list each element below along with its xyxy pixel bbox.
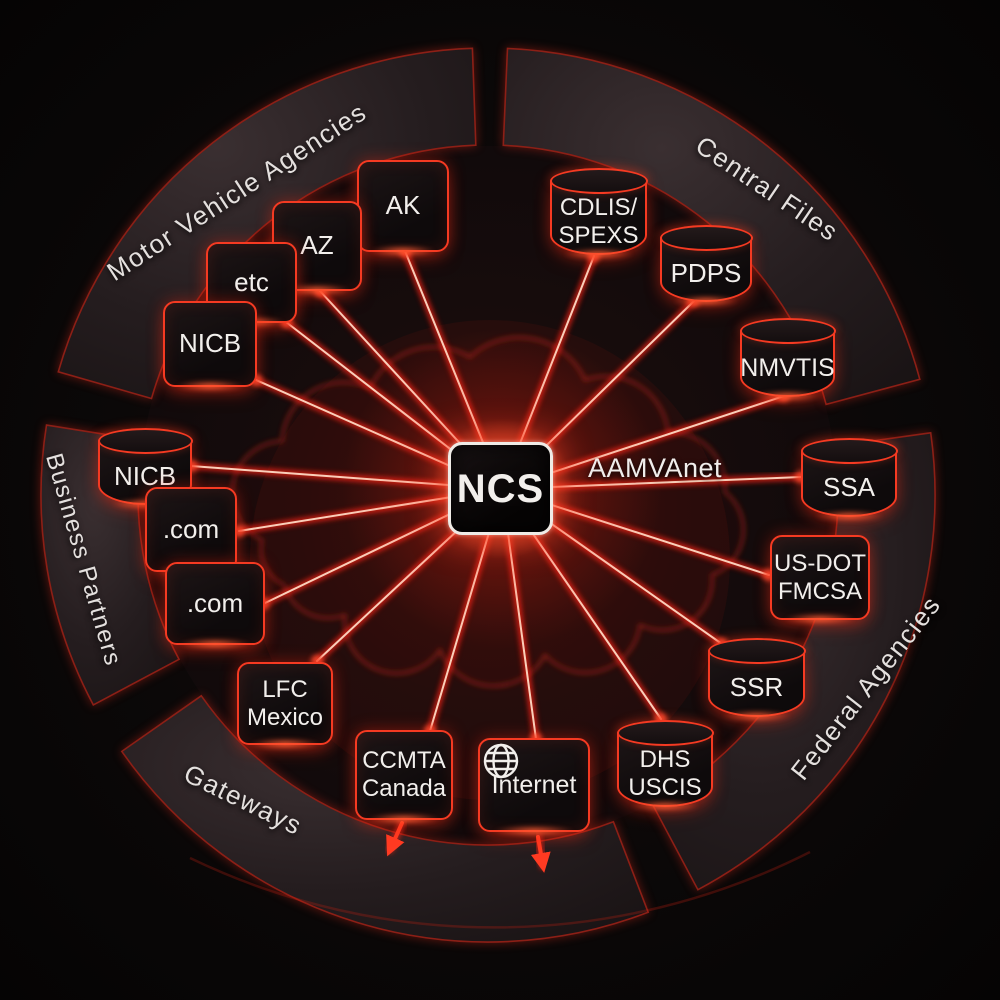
node-lfc-mexico: LFC Mexico [237,662,333,745]
node-dot-com-2: .com [165,562,265,645]
node-ak: AK [357,160,449,252]
node-ccmta-canada: CCMTA Canada [355,730,453,820]
ring-segment-gateways [120,694,650,943]
node-us-dot-fmcsa: US-DOT FMCSA [770,535,870,620]
echo-arc [189,850,811,929]
node-label: CCMTA Canada [361,747,447,802]
node-label: CDLIS/ SPEXS [558,194,639,249]
node-label: .com [186,587,244,618]
node-label: NCS [456,466,545,511]
node-label: AK [385,190,421,221]
node-label: NMVTIS [740,353,835,382]
ring-segment-business-partners [40,424,181,706]
node-dot-com-1: .com [145,487,237,572]
node-nicb-mva: NICB [163,301,257,387]
node-label: NICB [113,461,177,492]
node-label: SSR [729,672,784,703]
node-label: AZ [300,230,334,261]
node-ncs-hub: NCS [448,442,553,535]
globe-icon [483,743,519,779]
node-label: etc [234,266,269,297]
node-label: US-DOT FMCSA [774,549,866,605]
node-label: SSA [822,472,876,503]
node-pdps: PDPS [659,225,753,302]
gateway-arrows [386,819,551,873]
node-dhs-uscis: DHS USCIS [616,720,714,807]
node-label: .com [162,513,220,544]
node-ssa: SSA [800,438,898,517]
node-label: Internet [491,770,577,799]
node-ssr: SSR [707,638,806,717]
node-internet: Internet [478,738,590,832]
network-label: AAMVAnet [588,453,723,483]
node-label: DHS USCIS [628,746,702,801]
node-cdlis-spexs: CDLIS/ SPEXS [549,168,648,255]
node-nmvtis: NMVTIS [739,318,836,397]
node-label: NICB [178,328,242,359]
node-label: PDPS [670,258,742,289]
node-label: LFC Mexico [246,675,324,731]
